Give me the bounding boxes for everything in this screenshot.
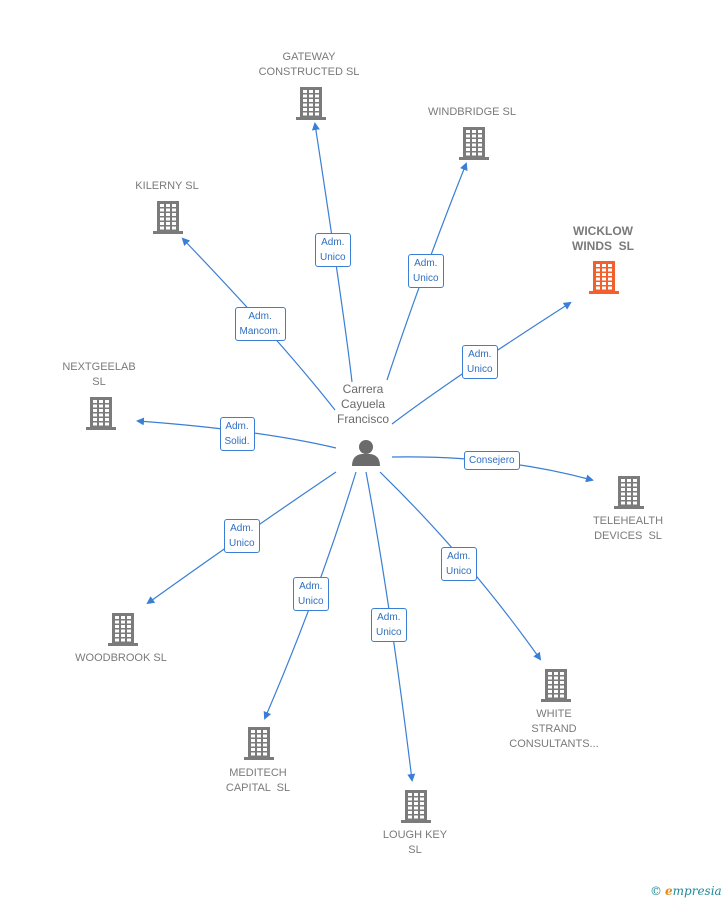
relation-badge-windbridge[interactable]: Adm.Unico — [408, 254, 444, 288]
company-label-woodbrook[interactable]: WOODBROOK SL — [75, 652, 167, 664]
building-icon-white[interactable] — [541, 669, 571, 702]
building-icon-meditech[interactable] — [244, 727, 274, 760]
building-icon-gateway[interactable] — [296, 87, 326, 120]
building-icon-kilerny[interactable] — [153, 201, 183, 234]
company-label-kilerny[interactable]: KILERNY SL — [135, 180, 199, 192]
building-icon-windbridge[interactable] — [459, 127, 489, 160]
building-icon-telehealth[interactable] — [614, 476, 644, 509]
relation-badge-loughkey[interactable]: Adm.Unico — [371, 608, 407, 642]
relation-badge-woodbrook[interactable]: Adm.Unico — [224, 519, 260, 553]
relation-badge-wicklow[interactable]: Adm.Unico — [462, 345, 498, 379]
buildings — [86, 87, 644, 823]
building-icon-nextgeelab[interactable] — [86, 397, 116, 430]
company-label-windbridge[interactable]: WINDBRIDGE SL — [427, 106, 516, 118]
person-icon — [352, 440, 380, 466]
relation-badge-nextgeelab[interactable]: Adm.Solid. — [219, 417, 255, 451]
relation-badge-telehealth[interactable]: Consejero — [464, 450, 520, 470]
relation-badge-white[interactable]: Adm.Unico — [441, 547, 477, 581]
edge-gateway — [311, 122, 353, 383]
relation-badge-meditech[interactable]: Adm.Unico — [293, 577, 329, 611]
building-icon-wicklow[interactable] — [589, 261, 619, 294]
relation-badge-kilerny[interactable]: Adm.Mancom. — [234, 307, 286, 341]
building-icon-loughkey[interactable] — [401, 790, 431, 823]
footer-brand: ©empresia — [650, 884, 722, 898]
copyright-icon: © — [650, 884, 662, 898]
center-person-label[interactable]: Carrera Cayuela Francisco — [336, 382, 389, 426]
building-icon-woodbrook[interactable] — [108, 613, 138, 646]
relation-badge-gateway[interactable]: Adm.Unico — [315, 233, 351, 267]
